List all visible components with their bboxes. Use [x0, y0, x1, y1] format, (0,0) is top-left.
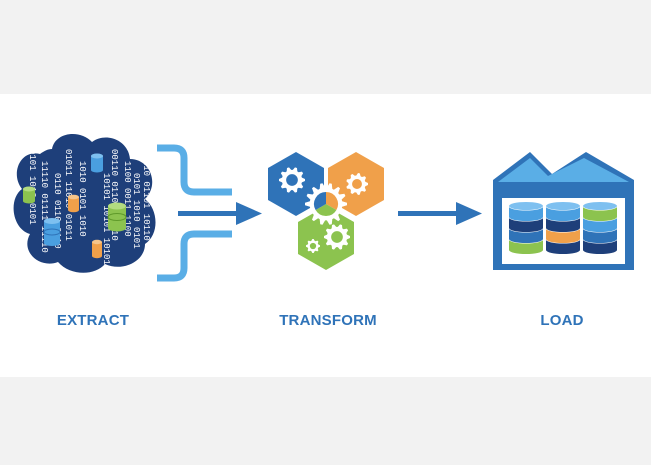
binary-text: 00110 01100 00110 [109, 149, 119, 241]
transform-label: TRANSFORM [279, 312, 377, 329]
binary-text: 10110 01101 10110 [141, 149, 151, 241]
binary-text: 0110 0110 0110 [52, 173, 62, 249]
load-label: LOAD [540, 312, 584, 329]
extract-label: EXTRACT [56, 312, 130, 329]
db-small-green-icon [23, 186, 35, 204]
arrow-extract-to-transform [178, 202, 262, 225]
binary-text: 1010 0101 1010 [77, 161, 87, 237]
binary-text: 10101 10101 10101 [101, 173, 111, 265]
gear-blue-icon [279, 167, 305, 193]
extract-flow-lines [157, 144, 232, 282]
gear-green-icon [324, 224, 350, 250]
warehouse-db-icon [545, 201, 581, 254]
bottom-band [0, 377, 651, 465]
gear-small-green-icon [306, 239, 320, 253]
db-blue-icon [43, 218, 61, 246]
binary-text: 0101 1010 0101 [27, 149, 37, 225]
gear-orange-icon [346, 173, 368, 195]
arrow-transform-to-load [398, 202, 482, 225]
binary-text: 0101 1010 0101 [131, 173, 141, 249]
binary-text: 1100 0011 1100 [122, 161, 132, 237]
db-small-orange-icon [68, 194, 79, 213]
warehouse-db-icon [508, 201, 544, 254]
binary-text: 11110 01111 11110 [39, 161, 49, 253]
top-band [0, 0, 651, 94]
db-small-blue-icon [91, 153, 103, 173]
binary-text: 01011 11010 01011 [63, 149, 73, 241]
db-green-icon [107, 202, 127, 232]
transform-gears-icon [268, 152, 384, 270]
load-warehouse-icon [493, 152, 634, 270]
warehouse-db-icon [582, 201, 618, 254]
gear-center-icon [305, 183, 347, 225]
center-pie-icon [313, 192, 339, 217]
db-small-orange-icon-2 [92, 239, 102, 259]
